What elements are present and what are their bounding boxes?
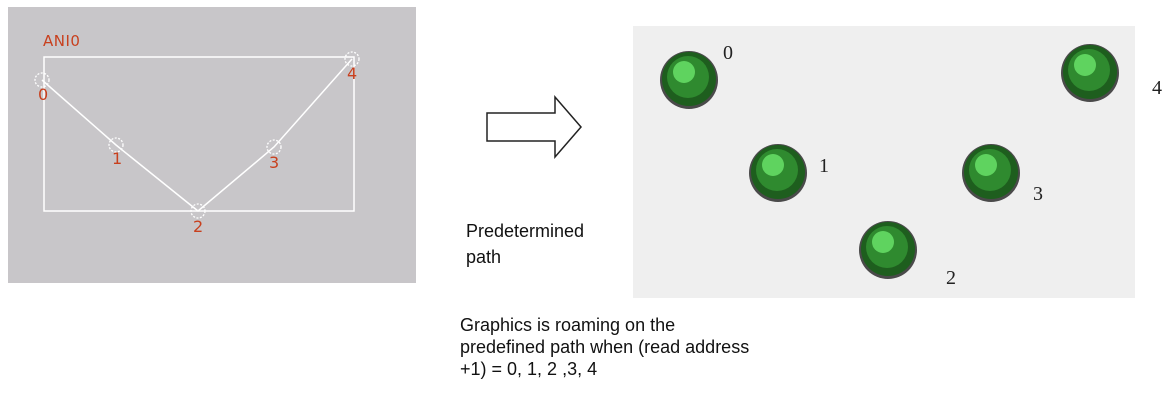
predetermined-path-line2: path (466, 247, 502, 267)
bounding-rect (43, 56, 355, 212)
path-point-4-marker[interactable] (344, 51, 360, 67)
animation-path-panel: ANI0 0 1 2 3 4 (8, 7, 416, 283)
path-point-2-label: 2 (193, 217, 204, 236)
animation-title: ANI0 (43, 32, 81, 50)
path-point-1-marker[interactable] (108, 137, 124, 153)
green-lamp-icon (748, 142, 808, 202)
path-line (41, 58, 353, 212)
green-lamp-icon (659, 49, 719, 109)
path-point-2-marker[interactable] (190, 203, 206, 219)
predetermined-path-line1: Predetermined (466, 221, 585, 241)
green-lamp-icon (858, 219, 918, 279)
path-point-0-label: 0 (38, 85, 49, 104)
path-point-3-label: 3 (269, 153, 280, 172)
caption-line2: predefined path when (read address (460, 337, 750, 357)
lamp-2-label: 2 (946, 267, 956, 289)
path-canvas (34, 51, 360, 219)
lamp-0-label: 0 (723, 42, 733, 64)
lamp-4-label: 4 (1152, 77, 1162, 99)
right-arrow-icon (485, 94, 585, 164)
caption: Graphics is roaming on the predefined pa… (460, 314, 840, 380)
predetermined-path-label: Predetermined path (466, 218, 584, 270)
caption-line1: Graphics is roaming on the (460, 315, 676, 335)
lamp-1-label: 1 (819, 155, 829, 177)
caption-line3: +1) = 0, 1, 2 ,3, 4 (460, 359, 598, 379)
green-lamp-icon (1060, 42, 1120, 102)
lamp-3-label: 3 (1033, 183, 1043, 205)
path-point-4-label: 4 (347, 64, 358, 83)
path-point-3-marker[interactable] (266, 139, 282, 155)
green-lamp-icon (961, 142, 1021, 202)
lamp-display-panel: 0 1 2 3 4 (633, 26, 1162, 298)
path-point-0-marker[interactable] (34, 72, 50, 88)
path-point-1-label: 1 (112, 149, 123, 168)
